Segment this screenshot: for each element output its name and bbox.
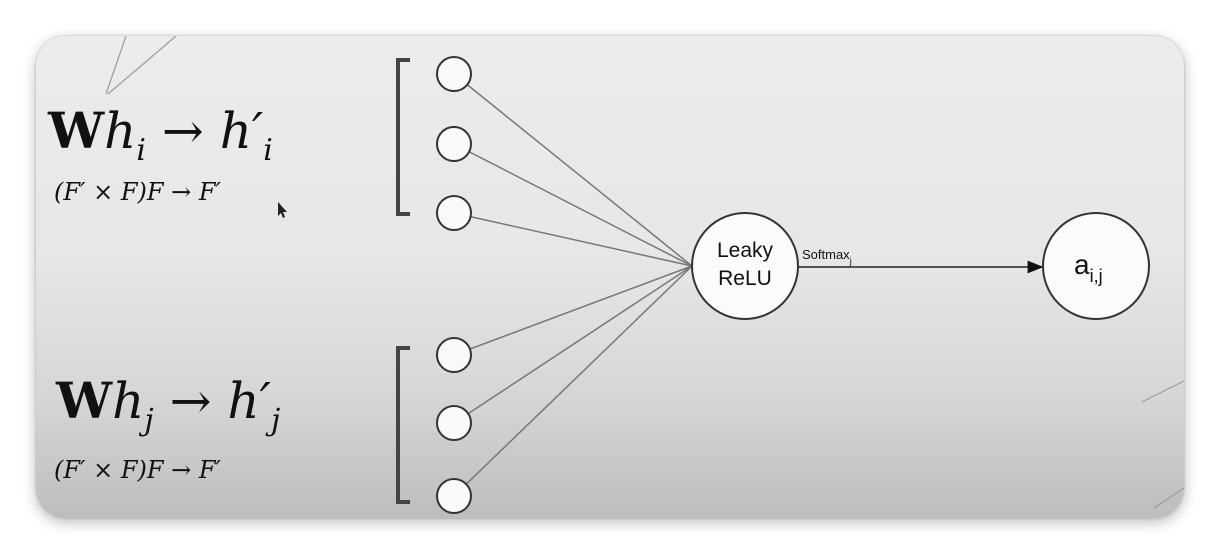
equation-bottom-dims: (F′ × F)F → F′ [54,456,221,484]
neuron-bottom-2 [436,405,472,441]
edge-line [453,143,693,267]
slide-frame: Leaky ReLU Softmaxj ai,j Whi → h′i (F′ ×… [36,36,1184,518]
activation-label-line1: Leaky [717,239,774,262]
output-label: ai,j [1074,249,1103,286]
neuron-bottom-1 [436,337,472,373]
equation-top: Whi → h′i [48,101,273,168]
edge-line [453,212,693,267]
output-node [1042,212,1150,320]
neuron-bottom-3 [436,478,472,514]
decor-line [105,36,127,95]
decor-line [107,36,177,95]
equation-top-dims: (F′ × F)F → F′ [54,178,221,206]
bracket-bottom [396,346,410,504]
decor-line [1141,380,1184,403]
attention-diagram: Leaky ReLU Softmaxj ai,j [105,36,1184,514]
edge-line [453,265,693,497]
neuron-top-1 [436,56,472,92]
leaky-relu-node [691,212,799,320]
bracket-top [396,58,410,216]
activation-label-line2: ReLU [718,267,772,290]
edge-line [453,73,693,267]
decor-line [1153,487,1184,509]
neuron-top-3 [436,195,472,231]
mouse-cursor-icon [278,202,287,218]
edge-line [453,265,693,356]
neuron-top-2 [436,126,472,162]
edge-line [453,265,693,424]
equation-bottom: Whj → h′j [56,371,281,438]
softmax-label: Softmaxj [802,247,852,266]
